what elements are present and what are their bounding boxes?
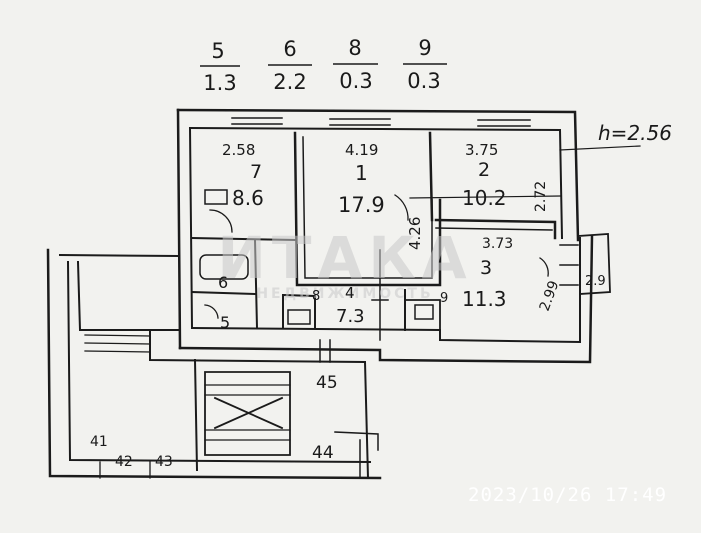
agency-watermark: ИТАКА НЕДВИЖИМОСТЬ: [217, 224, 472, 302]
room-7-area: 8.6: [232, 186, 264, 210]
room-8-number: 8: [312, 289, 320, 304]
legend-area-5: 1.3: [203, 71, 236, 95]
room-2-depth: 2.72: [533, 181, 549, 212]
walls: [46, 108, 641, 480]
room-1-number: 1: [355, 161, 368, 185]
stair-label-41: 41: [90, 434, 108, 450]
stair-label-43: 43: [155, 454, 173, 470]
room-1-width: 4.19: [345, 141, 378, 159]
legend-room-6: 6: [283, 37, 296, 61]
room-2-area: 10.2: [462, 186, 507, 210]
room-3-width: 3.73: [482, 236, 513, 252]
legend-room-9: 9: [418, 36, 431, 60]
legend-room-5: 5: [211, 39, 224, 63]
room-6-number: 6: [218, 273, 228, 292]
room-4-number: 4: [345, 284, 355, 302]
watermark-sub: НЕДВИЖИМОСТЬ: [256, 286, 433, 302]
room-2-width: 3.75: [465, 141, 498, 159]
ceiling-height-label: h=2.56: [598, 121, 672, 145]
stair-label-44: 44: [312, 443, 334, 463]
stair-label-45: 45: [316, 373, 338, 393]
photo-timestamp: 2023/10/26 17:49: [468, 484, 667, 506]
room-3-area: 11.3: [462, 287, 507, 311]
room-1-depth: 4.26: [406, 217, 424, 250]
room-7-number: 7: [250, 161, 262, 183]
legend-area-8: 0.3: [339, 69, 372, 93]
room-3-number: 3: [480, 257, 492, 279]
room-4-area: 7.3: [336, 306, 365, 327]
legend-area-6: 2.2: [273, 70, 306, 94]
room-5-number: 5: [220, 313, 230, 332]
stair-label-42: 42: [115, 454, 133, 470]
legend: 5 1.3 6 2.2 8 0.3 9 0.3: [200, 36, 447, 95]
legend-room-8: 8: [348, 36, 361, 60]
room-9-number: 9: [440, 291, 448, 306]
room-7-width: 2.58: [222, 141, 255, 159]
watermark-main: ИТАКА: [217, 224, 472, 292]
room-2-number: 2: [478, 159, 490, 181]
room-1-area: 17.9: [338, 193, 385, 217]
balcony-label: 2.9: [585, 274, 606, 289]
legend-area-9: 0.3: [407, 69, 440, 93]
